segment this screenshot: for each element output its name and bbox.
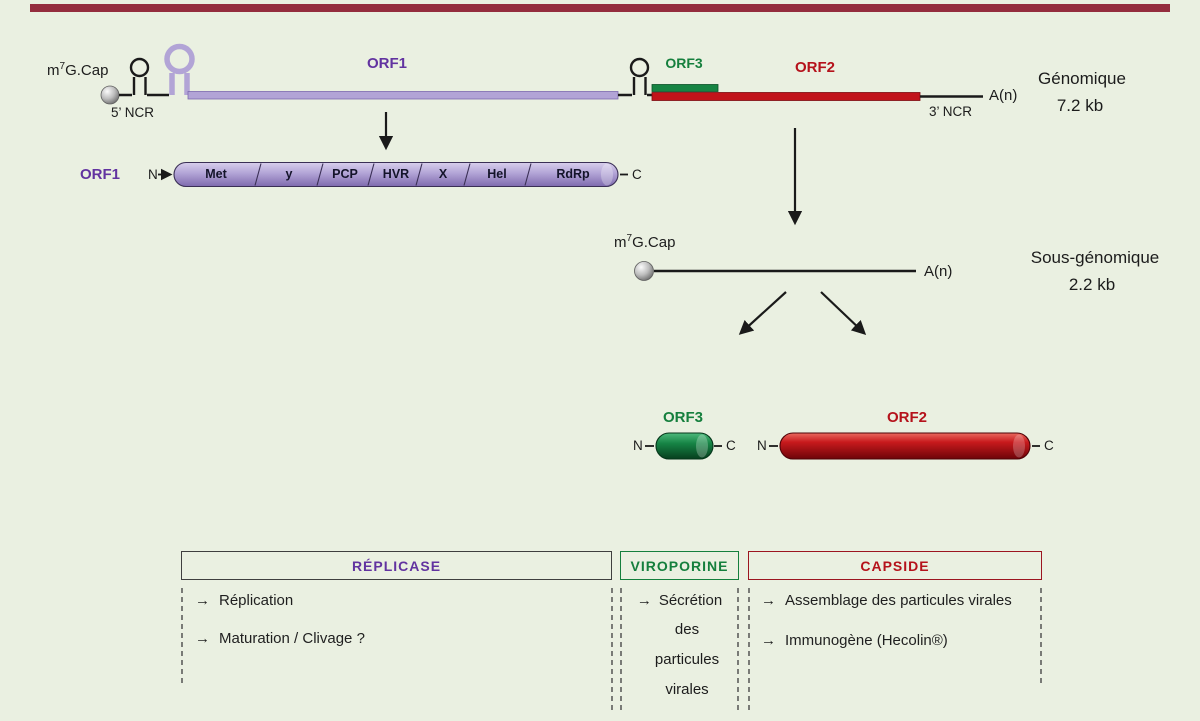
orf1-domain-y: y: [285, 167, 293, 181]
arrow-icon: →: [636, 592, 652, 609]
orf1-domain-hel: Hel: [487, 167, 507, 181]
orf3-c-label: C: [726, 438, 736, 453]
orf2-cylinder-cap: [1013, 434, 1025, 458]
orf1-domain-pcp: PCP: [332, 167, 358, 181]
replicase-box: RÉPLICASE: [181, 551, 612, 580]
viroporine-box: VIROPORINE: [620, 551, 739, 580]
replicase-title: RÉPLICASE: [351, 557, 442, 574]
capside-item-2: → Immunogène (Hecolin®): [761, 632, 948, 649]
orf2-protein-cylinder: [779, 432, 1031, 460]
orf3-protein-label: ORF3: [662, 409, 704, 426]
replicase-item-2-text: Maturation / Clivage ?: [219, 630, 365, 647]
orf2-c-label: C: [1044, 438, 1054, 453]
arrow-icon: →: [761, 632, 776, 649]
orf3-n-label: N: [633, 438, 643, 453]
dashed-separator-lines: [181, 588, 1042, 712]
capside-item-1-text: Assemblage des particules virales: [785, 592, 1012, 609]
orf1-protein-cylinder: [173, 161, 619, 188]
orf1-domain-rdrp: RdRp: [556, 167, 590, 181]
orf1-domain-hvr: HVR: [382, 167, 410, 181]
capside-box: CAPSIDE: [748, 551, 1042, 580]
orf2-n-label: N: [757, 438, 767, 453]
cap-sup: 7: [59, 61, 66, 72]
arrow-icon: →: [761, 592, 776, 609]
subgenomic-cap-label: m7G.Cap: [614, 233, 676, 251]
cap-base2: G.Cap: [632, 234, 676, 251]
viroporine-item-line-1: → Sécrétion: [620, 592, 739, 609]
cap-base: m: [614, 234, 627, 251]
m7g-cap-sphere-subgenomic: [634, 261, 654, 281]
cap-sup: 7: [626, 233, 633, 244]
arrow-to-orf2: [820, 291, 867, 335]
orf2-protein-label: ORF2: [886, 409, 928, 426]
orf1-domain-x: X: [438, 167, 448, 181]
viroporine-item-line-4: virales: [665, 681, 709, 698]
orf3-rna-bar: [651, 84, 719, 92]
stem-loop-1-stems: [132, 77, 147, 95]
orf1-protein-label: ORF1: [80, 166, 121, 183]
viroporine-item-line-1-text: Sécrétion: [658, 592, 723, 609]
genomic-cap-label: m7G.Cap: [47, 61, 109, 79]
viroporine-item-line-3: particules: [654, 651, 720, 668]
orf3-protein-cylinder: [655, 432, 714, 460]
cap-base2: G.Cap: [65, 62, 109, 79]
m7g-cap-sphere-genomic: [100, 85, 120, 105]
cap-base: m: [47, 62, 60, 79]
orf1-c-label: C: [632, 167, 642, 182]
top-accent-bar: [30, 4, 1170, 12]
genomic-polya-label: A(n): [989, 87, 1018, 104]
orf2-rna-bar: [651, 92, 921, 101]
replicase-item-1-text: Réplication: [219, 592, 294, 609]
replicase-item-2: → Maturation / Clivage ?: [195, 630, 365, 647]
orf1-domain-met: Met: [205, 167, 227, 181]
stem-loop-1-head: [129, 57, 150, 78]
orf1-n-label: N: [148, 167, 158, 182]
ncr5-label: 5’ NCR: [111, 105, 155, 120]
arrow-icon: →: [195, 592, 210, 609]
capside-title: CAPSIDE: [860, 557, 930, 574]
arrow-to-orf3: [738, 291, 787, 335]
orf3-rna-label: ORF3: [665, 55, 703, 71]
viroporine-item-line-2: des: [674, 621, 700, 638]
stem-loop-3-stems: [632, 77, 647, 95]
genomic-size-label: 7.2 kb: [1056, 96, 1104, 115]
orf3-cylinder-cap: [696, 434, 708, 458]
stem-loop-3-head: [629, 57, 650, 78]
stem-loop-2-head: [164, 43, 195, 75]
orf1-rna-bar: [187, 91, 619, 100]
arrow-icon: →: [195, 630, 210, 647]
orf1-cylinder-cap: [601, 163, 613, 186]
stem-loop-2-stems: [169, 73, 190, 95]
viroporine-title: VIROPORINE: [630, 557, 729, 574]
orf2-rna-label: ORF2: [794, 59, 836, 76]
ncr3-label: 3’ NCR: [929, 104, 973, 119]
subgenomic-name-label: Sous-génomique: [1030, 248, 1160, 267]
genomic-name-label: Génomique: [1038, 69, 1126, 88]
subgenomic-polya-label: A(n): [924, 263, 953, 280]
orf1-rna-label: ORF1: [366, 55, 408, 72]
orf1-domain-dividers: [254, 163, 532, 186]
replicase-item-1: → Réplication: [195, 592, 293, 609]
subgenomic-size-label: 2.2 kb: [1068, 275, 1116, 294]
capside-item-1: → Assemblage des particules virales: [761, 592, 1012, 609]
capside-item-2-text: Immunogène (Hecolin®): [785, 632, 948, 649]
